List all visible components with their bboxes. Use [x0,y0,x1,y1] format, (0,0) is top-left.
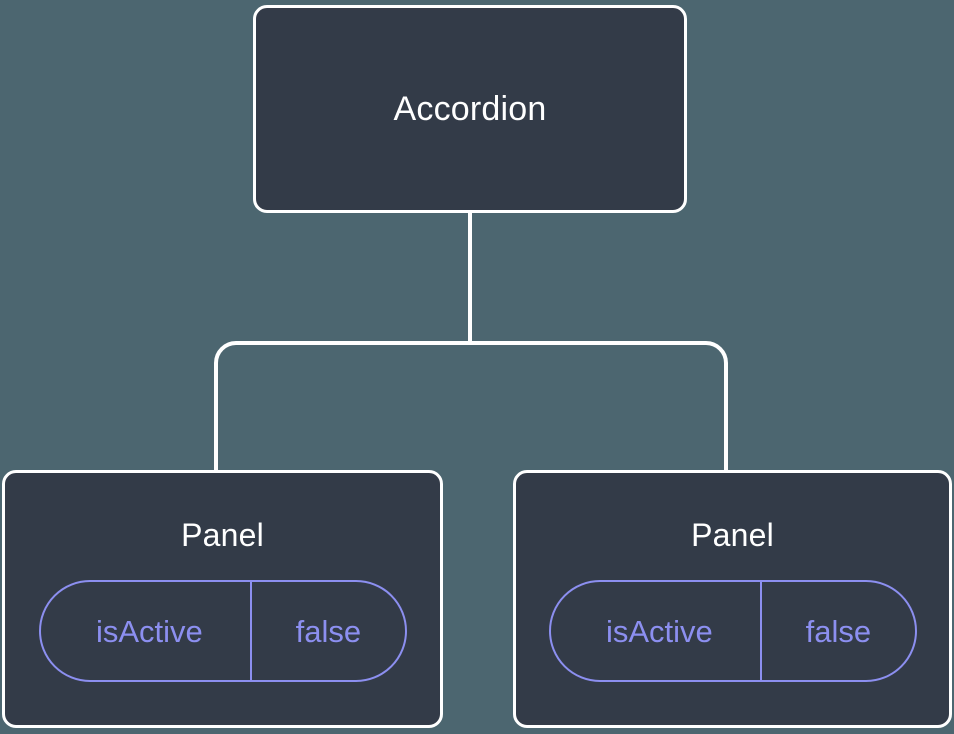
state-key-panel-1: isActive [551,582,763,680]
state-badge-panel-0[interactable]: isActive false [38,580,407,682]
node-title-panel-1: Panel [691,517,774,553]
node-title-panel-0: Panel [181,517,264,553]
tree-node-accordion[interactable]: Accordion [253,5,687,213]
state-badge-panel-1[interactable]: isActive false [548,580,917,682]
state-value-panel-1: false [805,613,872,649]
tree-node-panel-0[interactable]: Panel isActive false [2,470,443,728]
state-value-panel-0: false [295,613,362,649]
node-title-accordion: Accordion [393,90,547,128]
edge-to-panel-1 [470,341,728,472]
state-key-panel-0: isActive [41,582,253,680]
tree-node-panel-1[interactable]: Panel isActive false [513,470,952,728]
edge-to-panel-0 [214,341,470,472]
